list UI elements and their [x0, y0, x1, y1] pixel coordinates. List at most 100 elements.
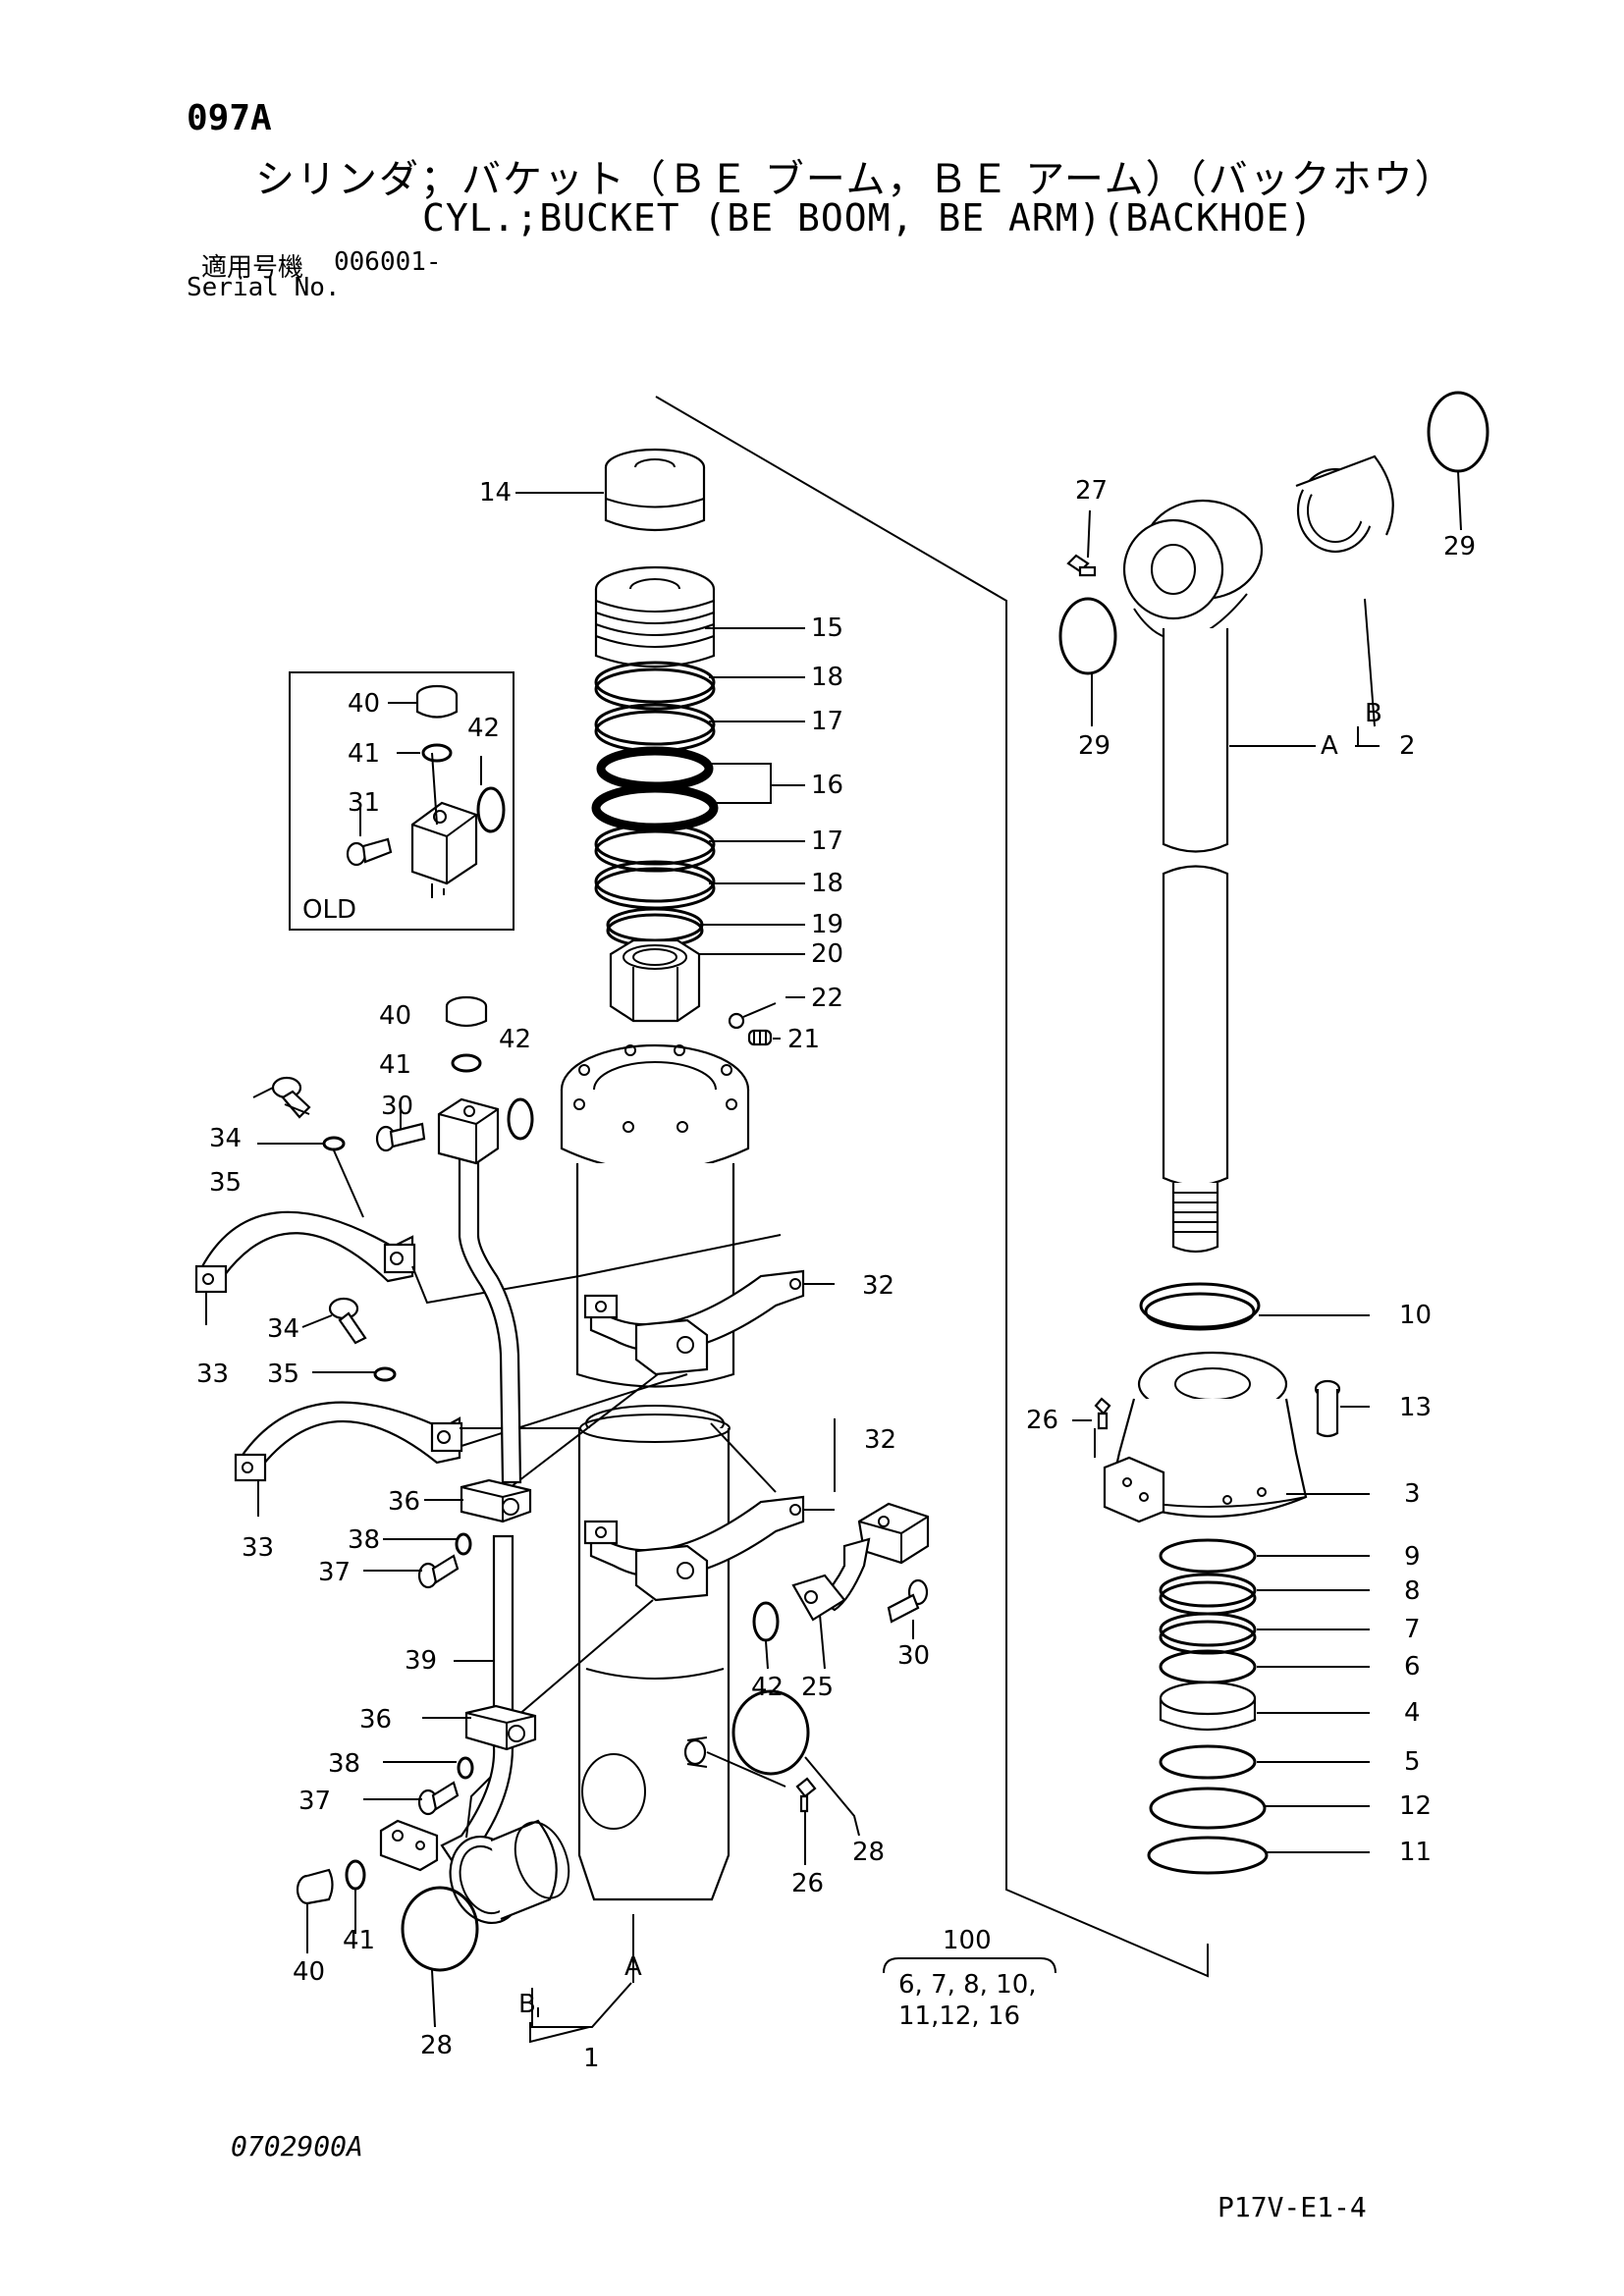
pipe-clip-36-upper — [460, 1478, 532, 1523]
callout-29-right: 29 — [1443, 532, 1476, 561]
callout-42-upper: 42 — [499, 1025, 531, 1054]
bushing-part-29-rod — [1295, 454, 1394, 554]
title-english: CYL.;BUCKET (BE BOOM, BE ARM)(BACKHOE) — [422, 196, 1314, 240]
bolt-part-37-lower — [417, 1781, 460, 1816]
cylinder-head-flange — [560, 1043, 750, 1172]
washer-part-38-lower — [457, 1756, 474, 1780]
callout-42-old: 42 — [467, 714, 500, 743]
callout-7: 7 — [1404, 1615, 1421, 1644]
set-screw-part-21 — [747, 1029, 773, 1046]
callout-34-lower: 34 — [267, 1314, 299, 1344]
callout-35-lower: 35 — [267, 1360, 299, 1389]
callout-17a: 17 — [811, 707, 843, 736]
clamp-band-32-upper — [583, 1269, 805, 1376]
plug-part-40-lower — [296, 1868, 334, 1905]
old-label: OLD — [302, 895, 356, 925]
callout-40-upper: 40 — [379, 1001, 411, 1031]
mark-b-tube: B — [518, 1990, 536, 2019]
bolt-part-13 — [1314, 1379, 1341, 1438]
callout-29-left: 29 — [1078, 731, 1110, 761]
callout-1: 1 — [583, 2044, 600, 2073]
callout-41-lower: 41 — [343, 1926, 375, 1955]
dust-seal-part-14 — [604, 448, 706, 532]
washer-part-35-upper — [322, 1136, 346, 1151]
dust-seal-part-28-foot — [401, 1886, 479, 1972]
pipe-lower-39 — [440, 1534, 514, 1862]
mark-b-rod: B — [1365, 699, 1382, 728]
seal-kit-callout: 100 6, 7, 8, 10, 11,12, 16 — [883, 1926, 1056, 2031]
kit-contents-line1: 6, 7, 8, 10, — [898, 1970, 1037, 2000]
page-code: 097A — [187, 98, 272, 138]
callout-38-upper: 38 — [348, 1525, 380, 1555]
assembly-boundary-line — [655, 396, 1209, 1978]
callout-38-lower: 38 — [328, 1749, 360, 1779]
cylinder-tube-lower — [577, 1405, 731, 1901]
callout-28-foot: 28 — [420, 2031, 453, 2060]
dust-seal-part-29-right — [1427, 391, 1489, 473]
pipe-block-lower — [379, 1819, 439, 1872]
block-part-old — [410, 801, 478, 898]
callout-18a: 18 — [811, 663, 843, 692]
callout-17b: 17 — [811, 827, 843, 856]
callout-36-upper: 36 — [388, 1487, 420, 1517]
clamp-half-33-upper — [194, 1210, 416, 1294]
piston-part-15 — [594, 565, 716, 668]
callout-30-upper: 30 — [381, 1092, 413, 1121]
callout-19: 19 — [811, 910, 843, 939]
callout-37-upper: 37 — [318, 1558, 351, 1587]
callout-26-right: 26 — [1026, 1406, 1058, 1435]
callout-39: 39 — [405, 1646, 437, 1676]
pipe-clip-36-lower — [464, 1704, 537, 1751]
callout-10: 10 — [1399, 1301, 1432, 1330]
elbow-fitting-part-25 — [791, 1502, 930, 1622]
seal-ring-part-10 — [1139, 1282, 1261, 1331]
drawing-code: 0702900A — [231, 2130, 363, 2163]
callout-34-upper: 34 — [209, 1124, 242, 1153]
grease-fitting-part-27 — [1066, 554, 1097, 577]
callout-20: 20 — [811, 939, 843, 969]
callout-12: 12 — [1399, 1791, 1432, 1821]
callout-33-upper: 33 — [196, 1360, 229, 1389]
pipe-upper — [458, 1132, 522, 1484]
callout-3: 3 — [1404, 1479, 1421, 1509]
bolt-part-34-lower — [328, 1297, 367, 1345]
callout-11: 11 — [1399, 1838, 1432, 1867]
mark-a-rod: A — [1321, 731, 1338, 761]
callout-28-rod: 28 — [852, 1838, 885, 1867]
bolt-part-37-upper — [417, 1554, 460, 1589]
grease-fitting-part-26-right — [1094, 1397, 1111, 1430]
rod-eye-head — [1122, 499, 1264, 641]
callout-22: 22 — [811, 984, 843, 1013]
callout-40-lower: 40 — [293, 1957, 325, 1987]
dust-seal-part-29-left — [1058, 597, 1117, 675]
callout-40-old: 40 — [348, 689, 380, 719]
cylinder-head-part-3 — [1103, 1351, 1308, 1523]
callout-6: 6 — [1404, 1652, 1421, 1682]
pipe-block-upper — [437, 1097, 500, 1165]
callout-9: 9 — [1404, 1542, 1421, 1572]
kit-number: 100 — [943, 1926, 992, 1955]
title-japanese: シリンダ；バケット（ＢＥ ブーム，ＢＥ アーム）（バックホウ） — [255, 157, 1456, 202]
callout-27: 27 — [1075, 476, 1108, 506]
callout-4: 4 — [1404, 1698, 1421, 1728]
piston-seal-rings — [591, 661, 719, 948]
grease-boss — [683, 1736, 708, 1768]
plug-part-old — [415, 684, 459, 719]
callout-5: 5 — [1404, 1747, 1421, 1777]
callout-25: 25 — [801, 1673, 834, 1702]
nut-part-20 — [609, 938, 701, 1023]
callout-16: 16 — [811, 771, 843, 800]
callout-30-lower: 30 — [897, 1641, 930, 1671]
gland-seal-stack — [1147, 1538, 1269, 1875]
callout-15: 15 — [811, 614, 843, 643]
callout-32-lower: 32 — [864, 1425, 896, 1455]
callout-32-upper: 32 — [862, 1271, 894, 1301]
callout-8: 8 — [1404, 1576, 1421, 1606]
steel-ball-part-22 — [728, 1012, 745, 1030]
callout-13: 13 — [1399, 1393, 1432, 1422]
callout-18b: 18 — [811, 869, 843, 898]
callout-14: 14 — [479, 478, 512, 507]
leader-lines — [205, 470, 1462, 2044]
callout-26-lower: 26 — [791, 1869, 824, 1898]
